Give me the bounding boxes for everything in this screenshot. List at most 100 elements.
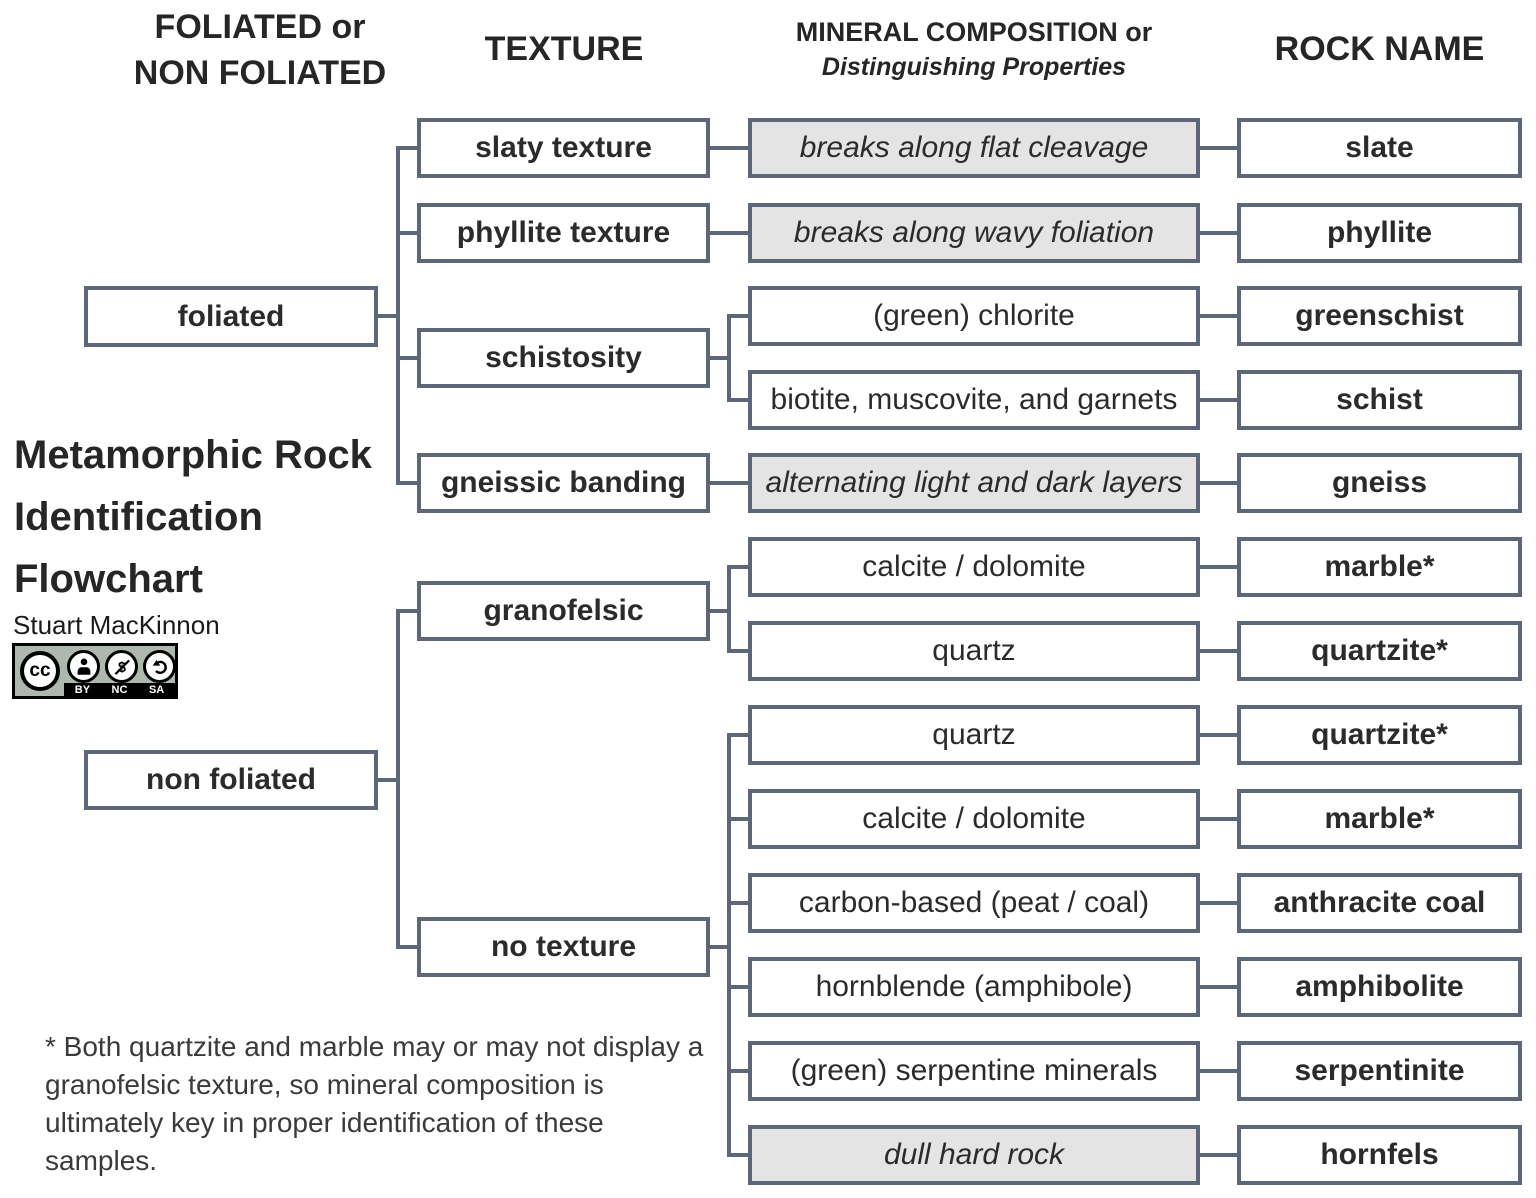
mineral-box-hornfels: dull hard rock bbox=[748, 1125, 1200, 1185]
column-header-foliation-line2: NON FOLIATED bbox=[133, 54, 387, 92]
connector bbox=[710, 481, 748, 485]
connector bbox=[400, 481, 417, 485]
connector bbox=[731, 1069, 748, 1073]
page-title: Metamorphic Rock Identification Flowchar… bbox=[14, 433, 372, 601]
texture-box-slaty: slaty texture bbox=[417, 118, 710, 178]
mineral-box-phyllite: breaks along wavy foliation bbox=[748, 203, 1200, 263]
footnote-line: * Both quartzite and marble may or may n… bbox=[45, 1031, 704, 1062]
connector bbox=[727, 733, 731, 1157]
mineral-box-marble-1: calcite / dolomite bbox=[748, 537, 1200, 597]
column-header-rock: ROCK NAME bbox=[1274, 30, 1485, 68]
mineral-box-anthracite: carbon-based (peat / coal) bbox=[748, 873, 1200, 933]
connector bbox=[1200, 1153, 1237, 1157]
texture-box-no-texture: no texture bbox=[417, 917, 710, 977]
by-icon bbox=[67, 650, 100, 683]
connector bbox=[710, 146, 748, 150]
connector bbox=[731, 985, 748, 989]
connector bbox=[731, 1153, 748, 1157]
connector bbox=[1200, 565, 1237, 569]
texture-box-gneissic: gneissic banding bbox=[417, 453, 710, 513]
connector bbox=[378, 314, 396, 318]
texture-box-granofelsic: granofelsic bbox=[417, 581, 710, 641]
mineral-box-greenschist: (green) chlorite bbox=[748, 286, 1200, 346]
rock-box-amphibolite: amphibolite bbox=[1237, 957, 1522, 1017]
connector bbox=[731, 733, 748, 737]
connector bbox=[1200, 398, 1237, 402]
cc-license-badge: cc $ BY NC SA bbox=[12, 643, 178, 699]
connector bbox=[731, 314, 748, 318]
connector bbox=[710, 945, 727, 949]
cc-license-labels: BY NC SA bbox=[64, 683, 175, 696]
rock-box-greenschist: greenschist bbox=[1237, 286, 1522, 346]
connector bbox=[710, 356, 727, 360]
category-box-non-foliated: non foliated bbox=[84, 750, 378, 810]
connector bbox=[400, 356, 417, 360]
connector bbox=[400, 231, 417, 235]
column-header-foliation: FOLIATED or NON FOLIATED bbox=[55, 4, 465, 96]
author-credit: Stuart MacKinnon bbox=[13, 610, 220, 640]
connector bbox=[1200, 231, 1237, 235]
connector bbox=[400, 609, 417, 613]
column-header-mineral: MINERAL COMPOSITION or Distinguishing Pr… bbox=[740, 14, 1208, 84]
rock-box-serpentinite: serpentinite bbox=[1237, 1041, 1522, 1101]
connector bbox=[710, 609, 727, 613]
rock-box-schist: schist bbox=[1237, 370, 1522, 430]
connector bbox=[400, 146, 417, 150]
mineral-box-amphibolite: hornblende (amphibole) bbox=[748, 957, 1200, 1017]
column-header-mineral-line2: Distinguishing Properties bbox=[821, 53, 1127, 81]
cc-icon: cc bbox=[20, 651, 60, 691]
footnote: * Both quartzite and marble may or may n… bbox=[45, 1028, 745, 1180]
nc-label: NC bbox=[111, 683, 128, 696]
column-header-texture: TEXTURE bbox=[484, 30, 644, 68]
connector bbox=[1200, 985, 1237, 989]
texture-box-phyllite: phyllite texture bbox=[417, 203, 710, 263]
connector bbox=[710, 231, 748, 235]
footnote-line: granofelsic texture, so mineral composit… bbox=[45, 1069, 604, 1100]
footnote-line: ultimately key in proper identification … bbox=[45, 1107, 604, 1138]
column-header-foliation-line1: FOLIATED or bbox=[154, 8, 366, 46]
rock-box-hornfels: hornfels bbox=[1237, 1125, 1522, 1185]
mineral-box-gneiss: alternating light and dark layers bbox=[748, 453, 1200, 513]
connector bbox=[1200, 314, 1237, 318]
category-box-foliated: foliated bbox=[84, 286, 378, 347]
rock-box-quartzite-1: quartzite* bbox=[1237, 621, 1522, 681]
mineral-box-serpentinite: (green) serpentine minerals bbox=[748, 1041, 1200, 1101]
sa-icon bbox=[143, 650, 176, 683]
connector bbox=[731, 565, 748, 569]
by-label: BY bbox=[74, 683, 91, 696]
connector bbox=[1200, 733, 1237, 737]
mineral-box-marble-2: calcite / dolomite bbox=[748, 789, 1200, 849]
connector bbox=[378, 778, 396, 782]
nc-icon: $ bbox=[105, 650, 138, 683]
rock-box-anthracite: anthracite coal bbox=[1237, 873, 1522, 933]
rock-box-gneiss: gneiss bbox=[1237, 453, 1522, 513]
connector bbox=[1200, 1069, 1237, 1073]
connector bbox=[396, 609, 400, 949]
connector bbox=[400, 945, 417, 949]
texture-box-schistosity: schistosity bbox=[417, 328, 710, 388]
rock-box-marble-2: marble* bbox=[1237, 789, 1522, 849]
mineral-box-slate: breaks along flat cleavage bbox=[748, 118, 1200, 178]
mineral-box-quartzite-1: quartz bbox=[748, 621, 1200, 681]
connector bbox=[731, 817, 748, 821]
connector bbox=[1200, 146, 1237, 150]
sa-label: SA bbox=[148, 683, 165, 696]
connector bbox=[727, 565, 731, 653]
rock-box-quartzite-2: quartzite* bbox=[1237, 705, 1522, 765]
mineral-box-schist: biotite, muscovite, and garnets bbox=[748, 370, 1200, 430]
connector bbox=[1200, 901, 1237, 905]
connector bbox=[727, 314, 731, 402]
connector bbox=[1200, 649, 1237, 653]
rock-box-marble-1: marble* bbox=[1237, 537, 1522, 597]
footnote-line: samples. bbox=[45, 1145, 158, 1176]
rock-box-slate: slate bbox=[1237, 118, 1522, 178]
connector bbox=[731, 901, 748, 905]
connector bbox=[1200, 817, 1237, 821]
mineral-box-quartzite-2: quartz bbox=[748, 705, 1200, 765]
connector bbox=[731, 649, 748, 653]
connector bbox=[396, 146, 400, 485]
connector bbox=[1200, 481, 1237, 485]
connector bbox=[731, 398, 748, 402]
column-header-mineral-line1: MINERAL COMPOSITION or bbox=[795, 17, 1153, 47]
